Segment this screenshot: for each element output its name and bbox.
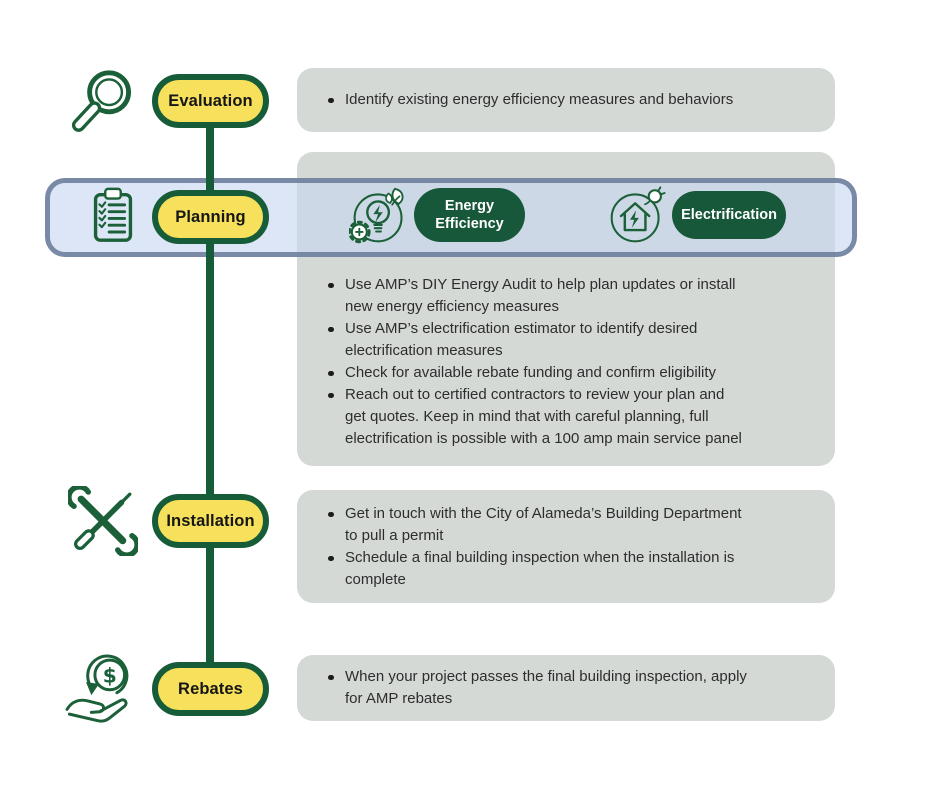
rebate-hand-icon: $ — [62, 650, 148, 726]
evaluation-bullet-list: Identify existing energy efficiency meas… — [297, 89, 751, 111]
tag-pill-electrification: Electrification — [672, 191, 786, 239]
stage-pill-evaluation: Evaluation — [152, 74, 269, 128]
bullet-item: Check for available rebate funding and c… — [323, 362, 817, 384]
rebates-bullet-list: When your project passes the final build… — [297, 666, 765, 710]
installation-details-box: Get in touch with the City of Alameda’s … — [297, 490, 835, 603]
stage-label: Rebates — [178, 679, 243, 698]
bullet-item: Reach out to certified contractors to re… — [323, 384, 817, 450]
timeline-connector — [206, 100, 214, 690]
energy-efficiency-icon — [349, 186, 409, 246]
installation-bullet-list: Get in touch with the City of Alameda’s … — [297, 503, 835, 591]
magnifier-icon — [64, 60, 142, 144]
tag-label: Energy Efficiency — [435, 197, 504, 232]
bullet-item: Use AMP’s electrification estimator to i… — [323, 318, 817, 362]
tag-pill-energy-efficiency: Energy Efficiency — [414, 188, 525, 242]
stage-pill-installation: Installation — [152, 494, 269, 548]
svg-text:$: $ — [103, 664, 117, 688]
electrification-icon — [607, 186, 667, 246]
bullet-item: When your project passes the final build… — [323, 666, 747, 710]
stage-label: Evaluation — [168, 91, 253, 110]
clipboard-checklist-icon — [82, 185, 144, 247]
bullet-item: Use AMP’s DIY Energy Audit to help plan … — [323, 274, 817, 318]
bullet-item: Schedule a final building inspection whe… — [323, 547, 817, 591]
planning-bullet-list: Use AMP’s DIY Energy Audit to help plan … — [297, 274, 835, 450]
evaluation-details-box: Identify existing energy efficiency meas… — [297, 68, 835, 132]
stage-label: Installation — [166, 511, 255, 530]
bullet-item: Identify existing energy efficiency meas… — [323, 89, 733, 111]
stage-pill-rebates: Rebates — [152, 662, 269, 716]
bullet-item: Get in touch with the City of Alameda’s … — [323, 503, 817, 547]
rebates-details-box: When your project passes the final build… — [297, 655, 835, 721]
tag-label: Electrification — [681, 206, 777, 223]
stage-label: Planning — [175, 207, 246, 226]
tools-icon — [68, 486, 138, 556]
stage-pill-planning: Planning — [152, 190, 269, 244]
